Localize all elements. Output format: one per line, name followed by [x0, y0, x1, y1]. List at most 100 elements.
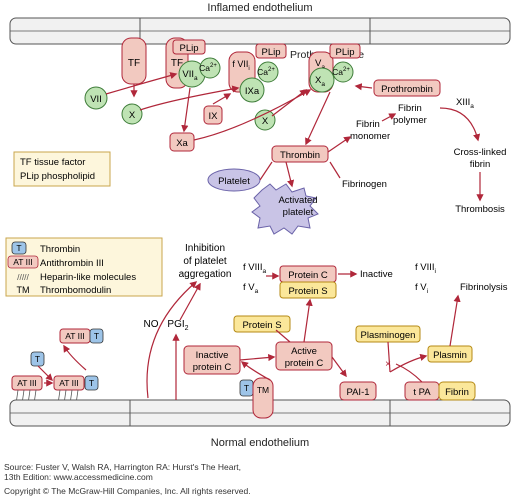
phospholipid-2-label: PLip	[261, 47, 280, 58]
fibrin-label: Fibrin	[445, 387, 469, 398]
pgi2-label: PGI2	[167, 319, 188, 332]
inactive-label: Inactive	[360, 269, 393, 280]
phospholipid-2	[255, 43, 287, 59]
source-line-1: Source: Fuster V, Walsh RA, Harrington R…	[4, 462, 242, 472]
factor-ixa-label: IXa	[245, 86, 260, 97]
tissue-factor-2-label: TF	[171, 58, 183, 69]
factor-ix-label: IX	[209, 111, 219, 122]
factor-viia-label: VIIa	[182, 69, 198, 82]
factor-xa	[169, 132, 195, 152]
svg-text:AT III: AT III	[13, 257, 33, 267]
factor-x-1	[121, 103, 143, 125]
factor-vii	[84, 86, 108, 110]
fibrinolysis-label: Fibrinolysis	[460, 282, 508, 293]
svg-text:T: T	[16, 243, 21, 253]
factor-x-2	[254, 109, 276, 131]
legend-top-box	[13, 151, 111, 187]
antithrombin-b	[11, 375, 43, 391]
tpa-label: t PA	[413, 387, 431, 398]
source-line-2: 13th Edition: www.accessmedicine.com	[4, 472, 153, 482]
legend-item-antithrombin: AT III Antithrombin III	[7, 255, 104, 269]
active-protein-c-label-2: protein C	[285, 358, 324, 369]
activated-platelet-label-1: Activated	[278, 195, 317, 206]
factor-xa-complex-label: Xa	[315, 75, 325, 88]
fibrin-monomer-label-2: monomer	[350, 131, 390, 142]
fibrin-polymer-label-1: Fibrin	[398, 103, 422, 114]
normal-endothelium-label: Normal endothelium	[211, 437, 309, 449]
phospholipid-1-label: PLip	[179, 43, 198, 54]
phospholipid-3-label: PLip	[335, 47, 354, 58]
fibrin-polymer-label-2: polymer	[393, 115, 427, 126]
legend-item-thrombomodulin: TM Thrombomodulin	[17, 285, 112, 296]
svg-text://///: /////	[17, 272, 29, 282]
thrombin-c	[84, 375, 99, 391]
phospholipid-1	[172, 39, 206, 55]
thrombin-box	[271, 145, 329, 163]
platelet-label: Platelet	[218, 176, 250, 187]
plasminogen-label: Plasminogen	[361, 330, 416, 341]
calcium-1-label: Ca2+	[199, 63, 217, 73]
pai-1-box	[339, 381, 377, 401]
factor-ixa	[239, 77, 265, 103]
fibrin-monomer-label-1: Fibrin	[356, 119, 380, 130]
antithrombin-c	[53, 375, 85, 391]
cross-linked-label-2: fibrin	[470, 159, 491, 170]
protein-s-box-2	[233, 315, 291, 333]
calcium-1	[199, 57, 221, 79]
protein-s-box	[279, 281, 337, 299]
inflamed-endothelium-label: Inflamed endothelium	[207, 2, 312, 14]
calcium-3-label: Ca2+	[332, 67, 350, 77]
factor-viiia-label: f VIIIa	[243, 262, 267, 275]
factor-viiii-label: f VIIIi	[415, 262, 436, 275]
factor-xa-complex	[309, 67, 335, 93]
source-caption: Source: Fuster V, Walsh RA, Harrington R…	[4, 462, 251, 496]
thrombin-label: Thrombin	[280, 150, 320, 161]
protein-s-label: Protein S	[288, 286, 327, 297]
nitric-oxide-label: NO	[144, 319, 159, 330]
thrombin-tm-label: T	[244, 383, 249, 393]
inactive-protein-c-label-1: Inactive	[196, 350, 229, 361]
thrombosis-label: Thrombosis	[455, 204, 505, 215]
bottom-pathway-arrows	[37, 270, 461, 400]
copyright-line: Copyright © The McGraw-Hill Companies, I…	[4, 486, 251, 496]
factor-ix	[203, 105, 223, 125]
inhibition-label-1: Inhibition	[185, 243, 225, 254]
inhibition-label-3: aggregation	[179, 269, 232, 280]
phospholipid-3	[329, 43, 361, 59]
tissue-factor-1-label: TF	[128, 58, 140, 69]
factor-x-2-label: X	[262, 116, 269, 127]
thrombomodulin	[252, 377, 274, 419]
svg-text:Antithrombin III: Antithrombin III	[40, 258, 104, 269]
thrombin-b	[30, 351, 45, 367]
antithrombin-a-label: AT III	[65, 331, 85, 341]
antithrombin-c-label: AT III	[59, 378, 79, 388]
protein-s-2-label: Protein S	[242, 320, 281, 331]
legend-top-line-1: TF tissue factor	[20, 157, 85, 168]
fibrin-box	[438, 381, 476, 401]
thrombin-a	[89, 328, 104, 344]
active-protein-c-label-1: Active	[291, 346, 317, 357]
inactive-protein-c-label-2: protein C	[193, 362, 232, 373]
activated-platelet-label-2: platelet	[283, 207, 314, 218]
inhibition-label-2: of platelet	[183, 256, 227, 267]
factor-vi-label: f Vi	[415, 282, 428, 295]
prothrombin-label: Prothrombin	[381, 84, 433, 95]
thrombomodulin-label: TM	[257, 385, 269, 395]
heparin-like-molecules	[15, 389, 79, 405]
calcium-3	[332, 61, 354, 83]
svg-text:TM: TM	[17, 285, 30, 295]
top-pathway-arrows	[105, 72, 484, 202]
legend-item-thrombin: T Thrombin	[11, 241, 80, 255]
factor-xa-label: Xa	[176, 138, 188, 149]
antithrombin-b-label: AT III	[17, 378, 37, 388]
svg-text:Thrombomodulin: Thrombomodulin	[40, 285, 111, 296]
factor-vii-label: VII	[90, 94, 102, 105]
factor-xiiia-label: XIIIa	[456, 97, 474, 110]
factor-va-bottom-label: f Va	[243, 282, 259, 295]
fibrinogen-label: Fibrinogen	[342, 179, 387, 190]
factor-x-1-label: X	[129, 110, 136, 121]
thrombin-a-label: T	[94, 331, 99, 341]
calcium-2	[257, 61, 279, 83]
legend-top-line-2: PLip phospholipid	[20, 171, 95, 182]
